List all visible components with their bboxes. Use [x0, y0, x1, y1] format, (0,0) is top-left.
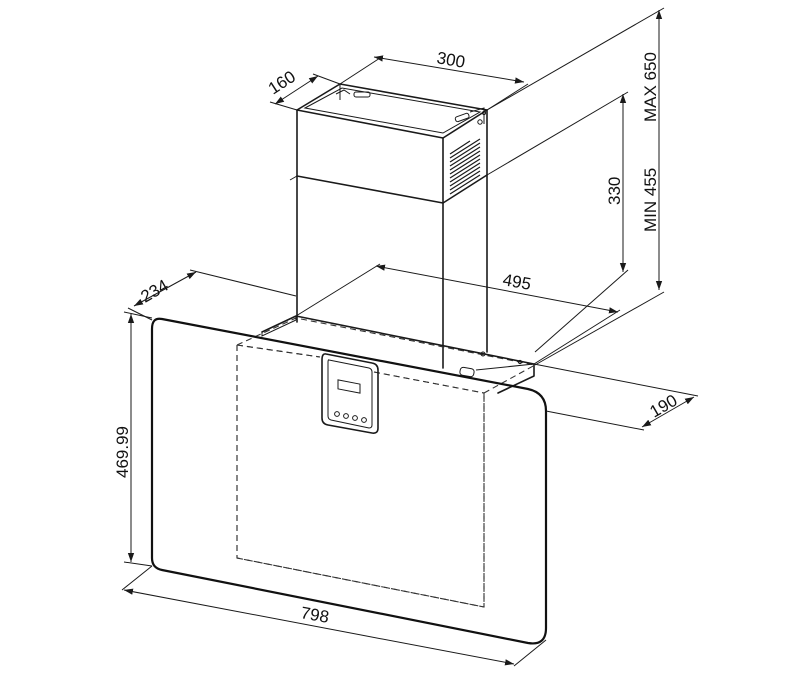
control-button-4 [361, 417, 367, 423]
dimension-base-depth-label: 190 [647, 391, 681, 422]
dimension-hood-width-label: 495 [501, 270, 532, 294]
dimension-max-height-label: MAX 650 [641, 52, 660, 122]
chimney [289, 83, 488, 369]
dimension-hood-depth-label: 234 [138, 276, 172, 307]
control-panel [321, 353, 379, 434]
lower-chimney-section [289, 174, 488, 369]
dimension-chimney-width: 300 [339, 48, 529, 111]
dimension-min-height-label: MIN 455 [641, 168, 660, 232]
control-button-2 [343, 413, 349, 419]
control-button-1 [334, 411, 340, 417]
dimension-chimney-depth-label: 160 [265, 67, 299, 98]
dimension-glass-height: 469.99 [113, 311, 153, 567]
glass-panel [150, 317, 548, 645]
dimension-chimney-depth: 160 [265, 67, 341, 111]
dimension-base-depth: 190 [533, 363, 699, 431]
dimension-glass-height-label: 469.99 [113, 426, 132, 478]
dimension-hood-depth: 234 [127, 269, 297, 321]
dimension-chimney-height-label: 330 [605, 177, 624, 205]
vent-grille [449, 138, 481, 195]
dimension-glass-width-label: 798 [299, 603, 330, 627]
dimension-glass-width: 798 [121, 565, 547, 667]
display-window [337, 379, 361, 394]
dimension-total-height: MAX 650 MIN 455 [486, 7, 665, 366]
dimension-chimney-height: 330 [486, 91, 629, 353]
control-button-3 [352, 415, 358, 421]
dimension-chimney-width-label: 300 [435, 48, 466, 72]
dimension-hood-width: 495 [295, 263, 621, 365]
